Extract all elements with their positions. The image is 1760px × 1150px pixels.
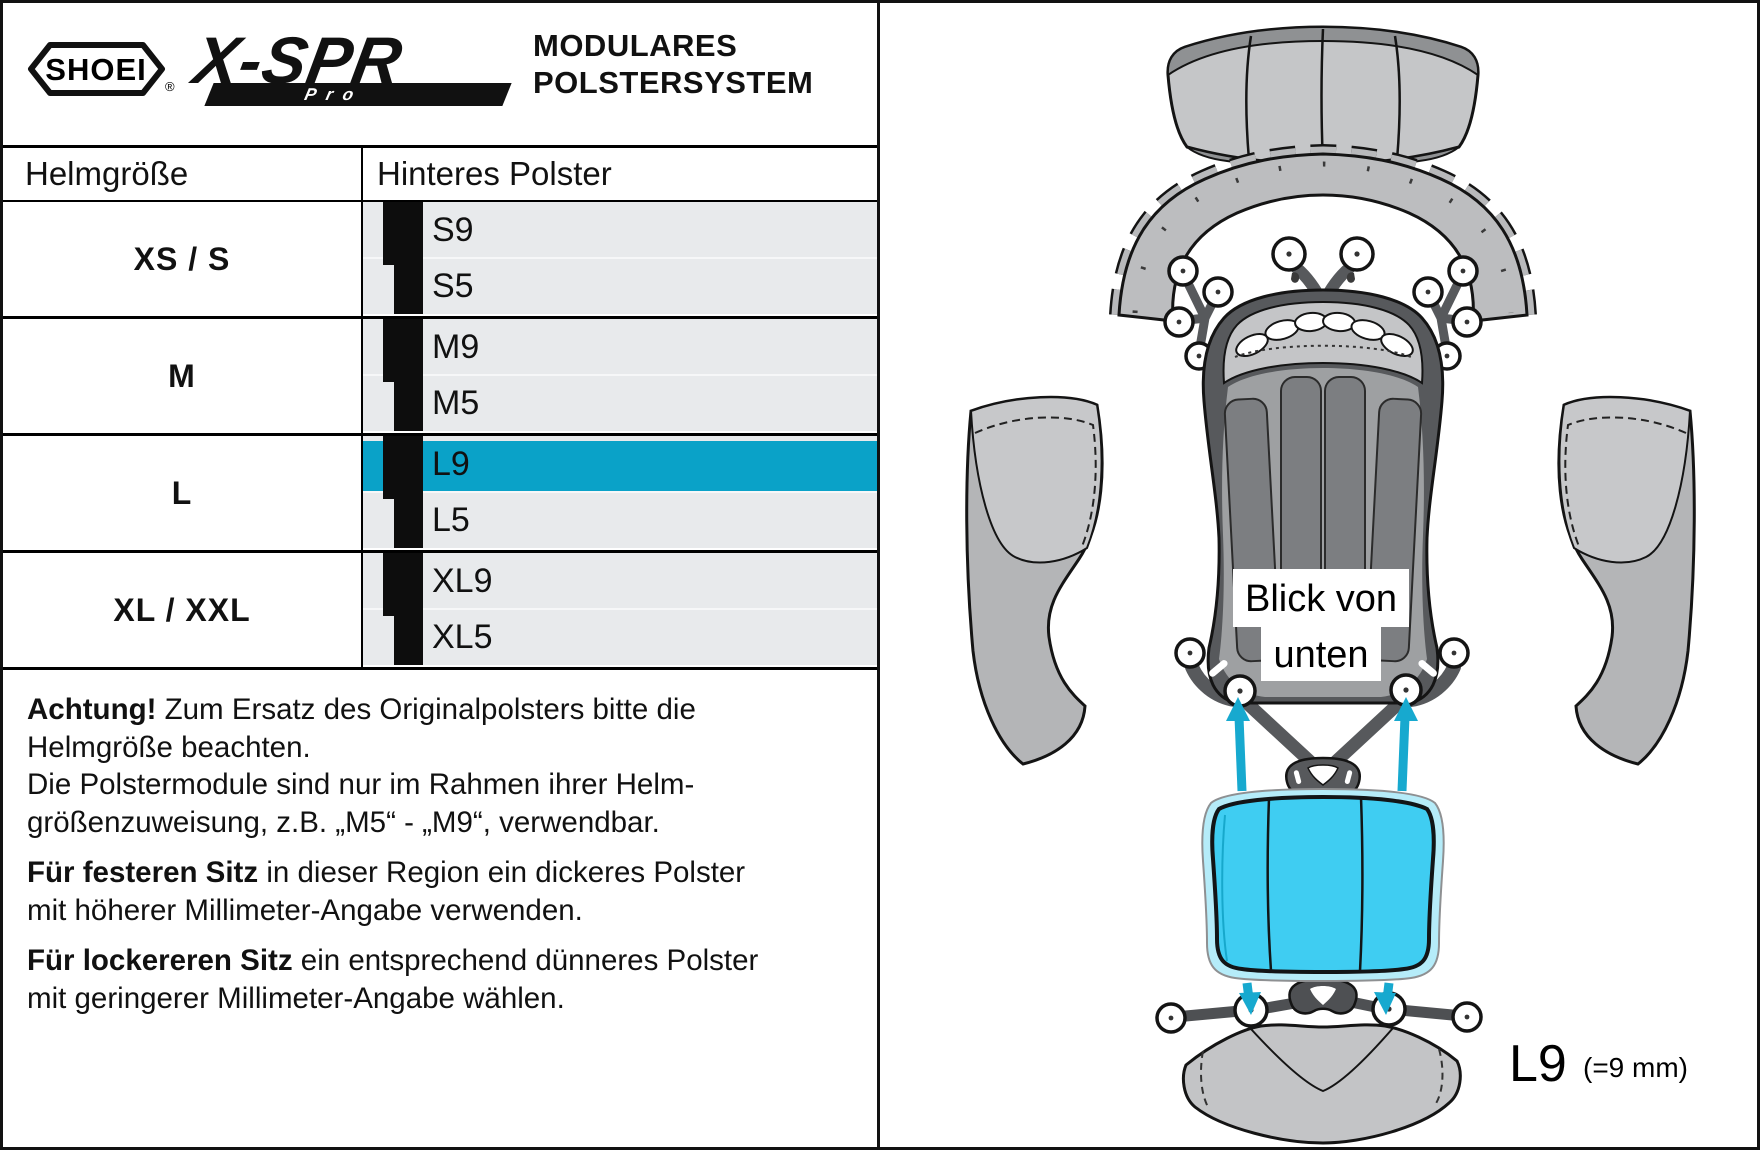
note-line: Helmgröße beachten. (27, 730, 311, 764)
pad-code: L5 (432, 501, 470, 539)
top-pad-seam (1244, 35, 1253, 161)
helmet-size-label: M (168, 357, 196, 394)
header-logo-row: SHOEI ® X-SPR Pro MODULARES POLSTERSYSTE… (3, 3, 877, 145)
note-line: Für festeren Sitz in dieser Region ein d… (27, 856, 746, 889)
pad-row-m9: M9 (363, 319, 877, 382)
pad-row-xl9: XL9 (363, 553, 877, 616)
shoei-logo: SHOEI ® (28, 42, 175, 96)
page-title-line2: POLSTERSYSTEM (533, 65, 814, 100)
xspr-pro-bar: Pro (204, 83, 512, 106)
note-line: mit höherer Millimeter-Angabe verwenden. (27, 893, 583, 927)
pad-row-m5: M5 (363, 376, 877, 431)
left-cheek-pad (965, 395, 1104, 766)
notes: Achtung! Zum Ersatz des Originalpolsters… (3, 665, 877, 1030)
thickness-bar-5mm (394, 259, 423, 314)
arrow-up-right (1394, 697, 1418, 721)
exploded-diagram-panel: Blick von unten L9 (=9 mm) (883, 3, 1757, 1147)
spec-panel: SHOEI ® X-SPR Pro MODULARES POLSTERSYSTE… (3, 3, 880, 1147)
part-thickness: (=9 mm) (1583, 1052, 1688, 1083)
thickness-bar-5mm (394, 493, 423, 548)
pro-wordmark: Pro (302, 84, 366, 104)
pad-code: M5 (432, 384, 480, 422)
pad-row-l5: L5 (363, 493, 877, 548)
registered-mark: ® (165, 79, 175, 94)
table-header-row: Helmgröße Hinteres Polster (3, 148, 877, 202)
part-label: L9 (=9 mm) (1509, 1035, 1688, 1093)
helmet-size-label: L (171, 474, 193, 511)
arrow-up-left (1226, 697, 1250, 721)
note-paragraph-2: Für festeren Sitz in dieser Region ein d… (27, 854, 849, 929)
shoei-wordmark: SHOEI (45, 52, 146, 87)
pad-code: L9 (432, 445, 470, 483)
pad-row-l9: L9 (363, 436, 877, 499)
arrow-down-right (1374, 992, 1396, 1015)
top-pad-seam (1393, 35, 1402, 161)
rear-pad-seam (1358, 796, 1364, 972)
view-label-line2: unten (1273, 634, 1368, 676)
pad-code: M9 (432, 328, 480, 366)
view-label-line1: Blick von (1245, 578, 1397, 620)
shoei-hexagon (28, 42, 165, 96)
arch-stitch-ticks (1132, 161, 1514, 314)
col-header-helmet-size: Helmgröße (25, 155, 189, 192)
arrow-down-left (1239, 992, 1261, 1015)
xspr-wordmark: X-SPR (188, 23, 409, 97)
note-line: Die Polstermodule sind nur im Rahmen ihr… (27, 768, 695, 801)
thickness-bar-5mm (394, 610, 423, 665)
rear-pad-seam (1266, 797, 1273, 972)
top-pad (1166, 25, 1480, 168)
pad-row-s9: S9 (363, 202, 877, 265)
cheek-pad-stitch (974, 416, 1097, 550)
part-code: L9 (1509, 1035, 1567, 1093)
center-liner (1163, 236, 1483, 796)
view-label-box (1233, 569, 1409, 627)
pad-exploded-view: Blick von unten L9 (=9 mm) (965, 25, 1696, 1145)
thickness-bar-9mm (383, 436, 423, 499)
rear-pad-body (1210, 794, 1436, 974)
helmet-size-label: XS / S (133, 240, 231, 277)
mounting-arrows (1226, 697, 1418, 1015)
note-paragraph-1: Achtung! Zum Ersatz des Originalpolsters… (27, 691, 849, 841)
thickness-bar-9mm (383, 553, 423, 616)
note-line: Für lockereren Sitz ein entsprechend dün… (27, 944, 759, 977)
thickness-bar-5mm (394, 376, 423, 431)
right-cheek-pad (1557, 395, 1696, 766)
pad-code: S5 (432, 267, 474, 305)
note-line: größenzuweisung, z.B. „M5“ - „M9“, verwe… (27, 805, 660, 839)
pad-code: S9 (432, 211, 474, 249)
arch-liner (1109, 143, 1537, 323)
note-paragraph-3: Für lockereren Sitz ein entsprechend dün… (27, 942, 849, 1017)
pad-code: XL5 (432, 618, 493, 656)
xspr-pro-logo: X-SPR Pro (188, 23, 515, 106)
pad-code: XL9 (432, 562, 493, 600)
view-label-box (1261, 627, 1381, 681)
thickness-bar-9mm (383, 319, 423, 382)
neck-pad (1181, 1023, 1462, 1145)
col-header-rear-pad: Hinteres Polster (361, 148, 877, 200)
rear-pad-highlighted (1201, 787, 1445, 982)
pad-row-xl5: XL5 (363, 610, 877, 665)
bottom-snap-assembly (1155, 977, 1483, 1034)
top-pad-edge (1166, 25, 1480, 77)
note-line: mit geringerer Millimeter-Angabe wählen. (27, 981, 565, 1015)
helmet-size-label: XL / XXL (113, 591, 251, 628)
thickness-bar-9mm (383, 202, 423, 265)
note-line: Achtung! Zum Ersatz des Originalpolsters… (27, 693, 696, 726)
page-title: MODULARES POLSTERSYSTEM (533, 27, 813, 101)
cheek-pad-top-face (969, 396, 1103, 564)
pad-row-s5: S5 (363, 259, 877, 314)
view-label: Blick von unten (1233, 569, 1409, 681)
page-title-line1: MODULARES (533, 28, 738, 63)
arch-band (1117, 152, 1529, 323)
